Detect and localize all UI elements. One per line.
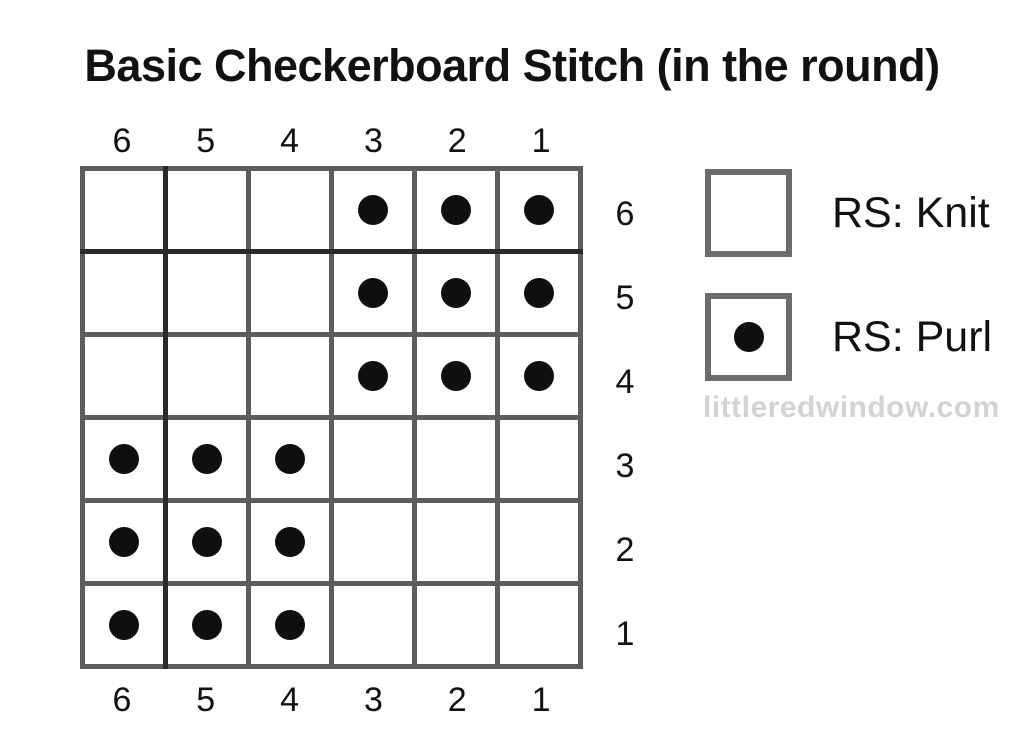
purl-dot-icon xyxy=(733,322,764,352)
grid-cell-row6-col3 xyxy=(334,171,412,249)
row-labels-right: 6 5 4 3 2 1 xyxy=(600,173,650,676)
purl-dot-icon xyxy=(441,361,471,391)
grid-cell-row2-col5 xyxy=(168,503,246,581)
purl-dot-icon xyxy=(192,527,222,557)
column-label-top-2: 2 xyxy=(447,122,467,160)
grid-cell-row4-col1 xyxy=(500,337,578,415)
page-title: Basic Checkerboard Stitch (in the round) xyxy=(84,40,940,91)
purl-dot-icon xyxy=(192,444,222,474)
grid-cell-row5-col1 xyxy=(500,254,578,332)
stitch-grid xyxy=(80,166,583,669)
grid-cell-row5-col4 xyxy=(251,254,329,332)
purl-dot-icon xyxy=(524,361,554,391)
column-label-bottom-3: 3 xyxy=(363,681,383,719)
column-label-top-6: 6 xyxy=(112,122,132,160)
knit-symbol-square xyxy=(705,169,792,257)
grid-cell-row4-col3 xyxy=(334,337,412,415)
grid-cell-row5-col6 xyxy=(85,254,163,332)
purl-dot-icon xyxy=(275,444,305,474)
grid-cell-row6-col2 xyxy=(417,171,495,249)
purl-dot-icon xyxy=(524,278,554,308)
row-label-4: 4 xyxy=(615,363,635,402)
purl-dot-icon xyxy=(275,527,305,557)
grid-cell-row1-col6 xyxy=(85,586,163,664)
column-label-bottom-5: 5 xyxy=(196,681,216,719)
purl-symbol-square xyxy=(705,293,792,381)
grid-cell-row3-col4 xyxy=(251,420,329,498)
row-label-5: 5 xyxy=(615,279,635,318)
row-label-6: 6 xyxy=(615,195,635,234)
watermark: littleredwindow.com xyxy=(703,391,1000,424)
column-labels-bottom: 6 5 4 3 2 1 xyxy=(80,683,583,717)
grid-cell-row2-col4 xyxy=(251,503,329,581)
legend-item-purl: RS: Purl xyxy=(705,293,992,381)
grid-cell-row2-col2 xyxy=(417,503,495,581)
grid-cell-row1-col3 xyxy=(334,586,412,664)
grid-cell-row1-col1 xyxy=(500,586,578,664)
grid-cell-row3-col1 xyxy=(500,420,578,498)
purl-dot-icon xyxy=(441,195,471,225)
purl-dot-icon xyxy=(192,610,222,640)
grid-cell-row5-col2 xyxy=(417,254,495,332)
grid-cell-row1-col2 xyxy=(417,586,495,664)
purl-dot-icon xyxy=(109,444,139,474)
grid-cell-row4-col2 xyxy=(417,337,495,415)
legend: RS: Knit RS: Purl xyxy=(705,169,1024,429)
column-label-bottom-4: 4 xyxy=(280,681,300,719)
grid-cell-row2-col3 xyxy=(334,503,412,581)
column-label-top-1: 1 xyxy=(531,122,551,160)
grid-cell-row5-col3 xyxy=(334,254,412,332)
column-label-bottom-6: 6 xyxy=(112,681,132,719)
column-label-top-3: 3 xyxy=(363,122,383,160)
column-labels-top: 6 5 4 3 2 1 xyxy=(80,124,583,158)
purl-dot-icon xyxy=(358,361,388,391)
column-label-top-4: 4 xyxy=(280,122,300,160)
legend-label-knit: RS: Knit xyxy=(832,188,990,237)
grid-cell-row6-col4 xyxy=(251,171,329,249)
grid-cell-row3-col5 xyxy=(168,420,246,498)
grid-cell-row4-col6 xyxy=(85,337,163,415)
grid-cell-row4-col4 xyxy=(251,337,329,415)
repeat-line-horizontal xyxy=(80,249,583,254)
purl-dot-icon xyxy=(441,278,471,308)
row-label-1: 1 xyxy=(615,614,635,653)
purl-dot-icon xyxy=(358,195,388,225)
legend-item-knit: RS: Knit xyxy=(705,169,990,257)
legend-label-purl: RS: Purl xyxy=(832,312,993,361)
grid-cell-row6-col5 xyxy=(168,171,246,249)
row-label-3: 3 xyxy=(615,446,635,485)
grid-cell-row6-col1 xyxy=(500,171,578,249)
purl-dot-icon xyxy=(109,610,139,640)
grid-cell-row2-col1 xyxy=(500,503,578,581)
repeat-line-vertical xyxy=(163,166,168,669)
grid-cell-row1-col5 xyxy=(168,586,246,664)
grid-cell-row3-col2 xyxy=(417,420,495,498)
purl-dot-icon xyxy=(109,527,139,557)
column-label-bottom-1: 1 xyxy=(531,681,551,719)
column-label-top-5: 5 xyxy=(196,122,216,160)
row-label-2: 2 xyxy=(615,530,635,569)
grid-cell-row3-col6 xyxy=(85,420,163,498)
purl-dot-icon xyxy=(275,610,305,640)
grid-cell-row6-col6 xyxy=(85,171,163,249)
grid-cell-row5-col5 xyxy=(168,254,246,332)
purl-dot-icon xyxy=(358,278,388,308)
grid-cell-row1-col4 xyxy=(251,586,329,664)
purl-dot-icon xyxy=(524,195,554,225)
grid-cell-row2-col6 xyxy=(85,503,163,581)
grid-cell-row3-col3 xyxy=(334,420,412,498)
column-label-bottom-2: 2 xyxy=(447,681,467,719)
grid-cell-row4-col5 xyxy=(168,337,246,415)
